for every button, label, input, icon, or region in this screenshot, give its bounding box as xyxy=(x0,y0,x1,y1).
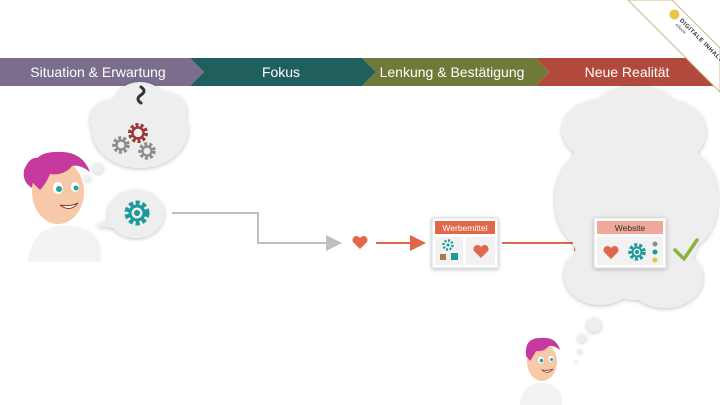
heart-icon xyxy=(352,235,368,249)
smoke-icon xyxy=(136,85,146,105)
gear-icon xyxy=(138,142,156,160)
connector-line xyxy=(172,212,342,251)
heart-icon xyxy=(473,244,489,258)
stage-4-chevron xyxy=(535,58,720,86)
stage-1-label: Situation & Erwartung xyxy=(30,64,165,80)
gear-icon xyxy=(124,200,150,226)
stage-2-chevron xyxy=(190,58,376,86)
website-title: Website xyxy=(615,223,646,233)
gear-icon xyxy=(442,239,454,251)
stage-4-label: Neue Realität xyxy=(585,64,670,80)
stage-2-label: Fokus xyxy=(262,64,300,80)
woman-avatar-icon xyxy=(520,337,584,405)
thought-cloud-icon xyxy=(555,86,718,342)
stage-3-chevron xyxy=(362,58,549,86)
banner-logo-icon xyxy=(669,9,680,20)
gear-icon xyxy=(128,123,148,143)
gear-icon xyxy=(112,136,130,154)
box-icon xyxy=(440,253,458,260)
check-icon xyxy=(673,238,699,261)
mini-icons xyxy=(652,241,658,263)
thought-cloud-icon xyxy=(85,82,188,181)
werbemittel-title: Werbemittel xyxy=(442,223,487,233)
woman-avatar-icon xyxy=(23,151,101,262)
stage-1-chevron xyxy=(0,58,204,86)
heart-icon xyxy=(603,245,619,259)
gear-icon xyxy=(628,243,646,261)
stage-3-label: Lenkung & Bestätigung xyxy=(380,64,525,80)
stage-bar: Situation & Erwartung Fokus Lenkung & Be… xyxy=(0,58,720,86)
